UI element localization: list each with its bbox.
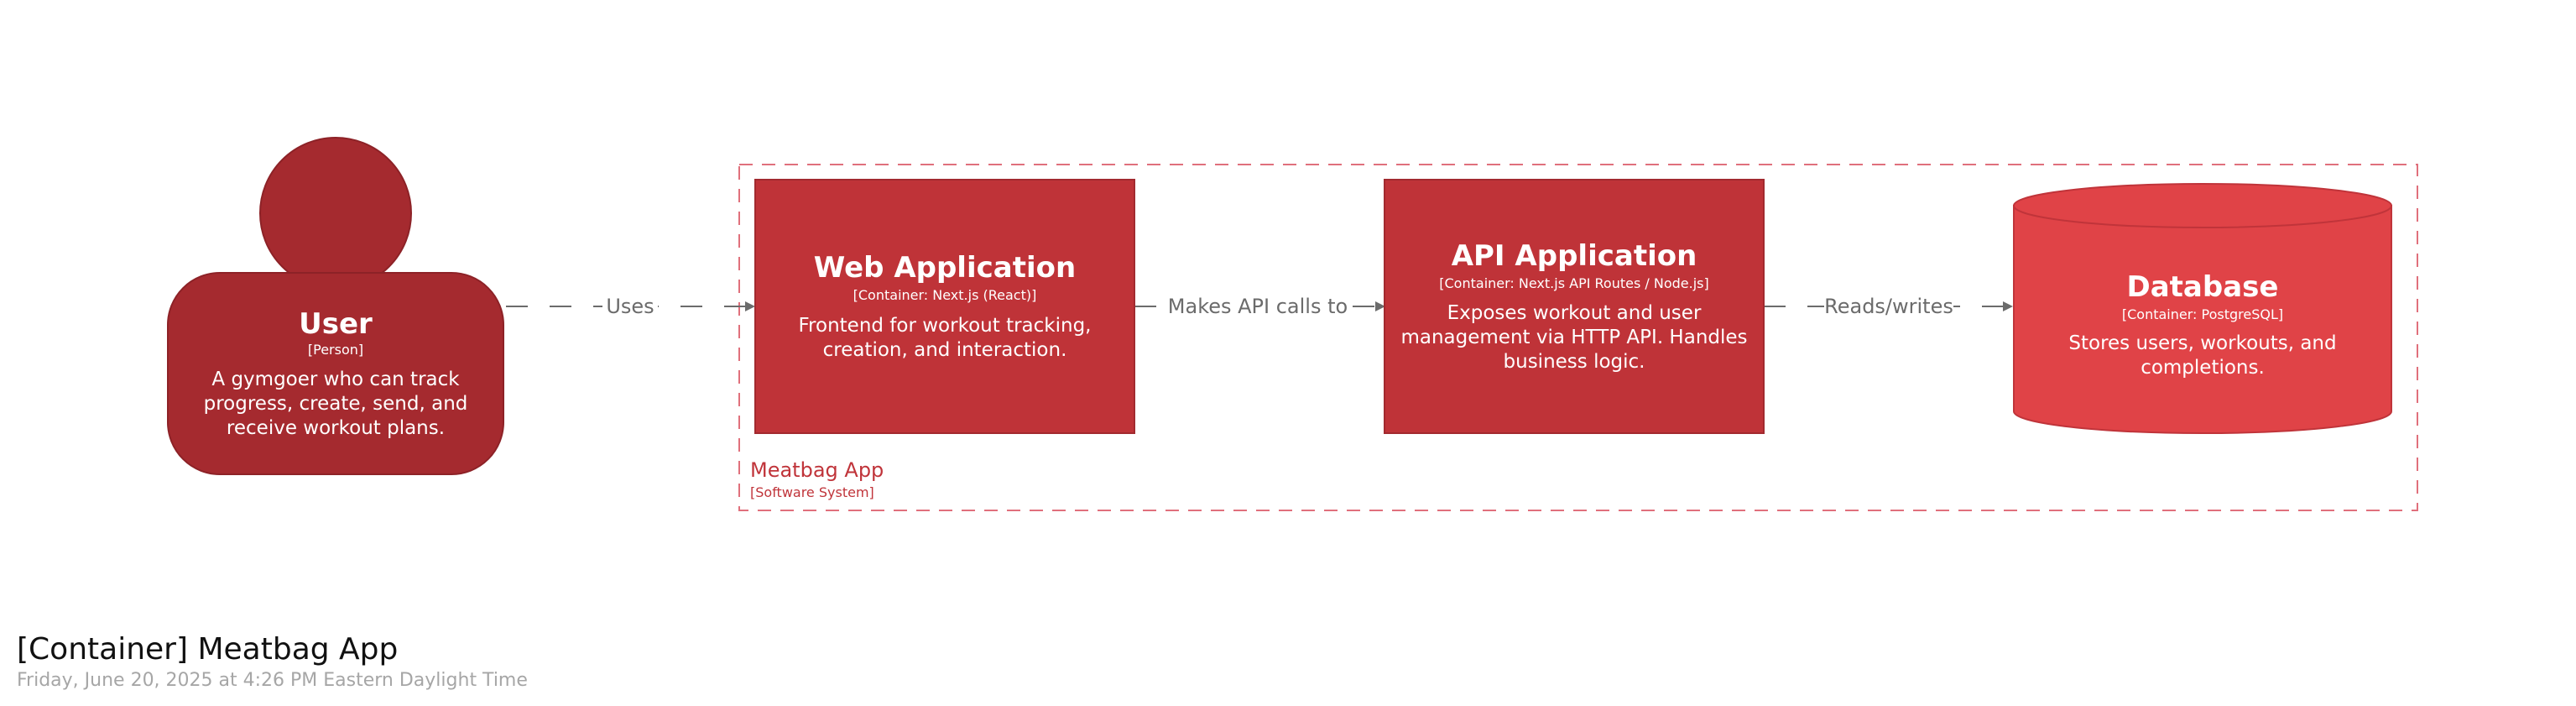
diagram-title: [Container] Meatbag App xyxy=(17,632,399,667)
edge-uses-label-bg xyxy=(602,294,658,319)
web-application-box xyxy=(754,179,1135,434)
node-web-application[interactable]: Web Application [Container: Next.js (Rea… xyxy=(754,179,1135,434)
user-description-line-3: receive workout plans. xyxy=(227,417,445,439)
user-body xyxy=(167,272,504,475)
user-description-line-2: progress, create, send, and xyxy=(204,393,468,415)
api-application-type: [Container: Next.js API Routes / Node.js… xyxy=(1439,275,1708,291)
database-title: Database xyxy=(2127,270,2279,304)
database-description-line-1: Stores users, workouts, and xyxy=(2068,332,2336,354)
edge-reads-writes-label: Reads/writes xyxy=(1824,295,1953,318)
user-head xyxy=(259,137,412,290)
api-application-description-line-1: Exposes workout and user xyxy=(1447,302,1702,324)
node-user[interactable]: User [Person] A gymgoer who can track pr… xyxy=(167,137,504,475)
web-application-description-line-1: Frontend for workout tracking, xyxy=(799,315,1092,337)
edge-api-calls-label: Makes API calls to xyxy=(1168,295,1348,318)
node-database[interactable]: Database [Container: PostgreSQL] Stores … xyxy=(2013,183,2392,434)
edge-reads-writes[interactable]: Reads/writes xyxy=(1764,294,2013,319)
database-type: [Container: PostgreSQL] xyxy=(2122,306,2283,322)
web-application-description-line-2: creation, and interaction. xyxy=(823,339,1067,361)
user-title: User xyxy=(299,307,373,341)
diagram-date: Friday, June 20, 2025 at 4:26 PM Eastern… xyxy=(17,670,528,691)
edge-api-calls[interactable]: Makes API calls to xyxy=(1134,294,1385,319)
web-application-title: Web Application xyxy=(814,251,1076,285)
system-boundary: Meatbag App [Software System] xyxy=(738,164,2418,511)
edge-uses-label: Uses xyxy=(606,295,654,318)
web-application-type: [Container: Next.js (React)] xyxy=(853,287,1037,303)
api-application-description-line-3: business logic. xyxy=(1504,351,1645,373)
database-cylinder-body xyxy=(2013,205,2392,434)
api-application-box xyxy=(1384,179,1765,434)
database-description-line-2: completions. xyxy=(2141,357,2265,379)
edge-reads-writes-label-bg xyxy=(1824,294,1953,319)
edge-uses[interactable]: Uses xyxy=(506,294,755,319)
user-description-line-1: A gymgoer who can track xyxy=(211,369,460,390)
boundary-title: Meatbag App xyxy=(750,458,884,482)
api-application-title: API Application xyxy=(1452,239,1697,273)
node-api-application[interactable]: API Application [Container: Next.js API … xyxy=(1384,179,1765,434)
boundary-type: [Software System] xyxy=(750,484,874,500)
edge-api-calls-label-bg xyxy=(1168,294,1348,319)
diagram-footer: [Container] Meatbag App Friday, June 20,… xyxy=(17,631,1192,693)
api-application-description-line-2: management via HTTP API. Handles xyxy=(1400,327,1747,348)
database-cylinder-top xyxy=(2013,183,2392,228)
user-type: [Person] xyxy=(308,342,363,358)
system-boundary-frame xyxy=(738,164,2418,511)
